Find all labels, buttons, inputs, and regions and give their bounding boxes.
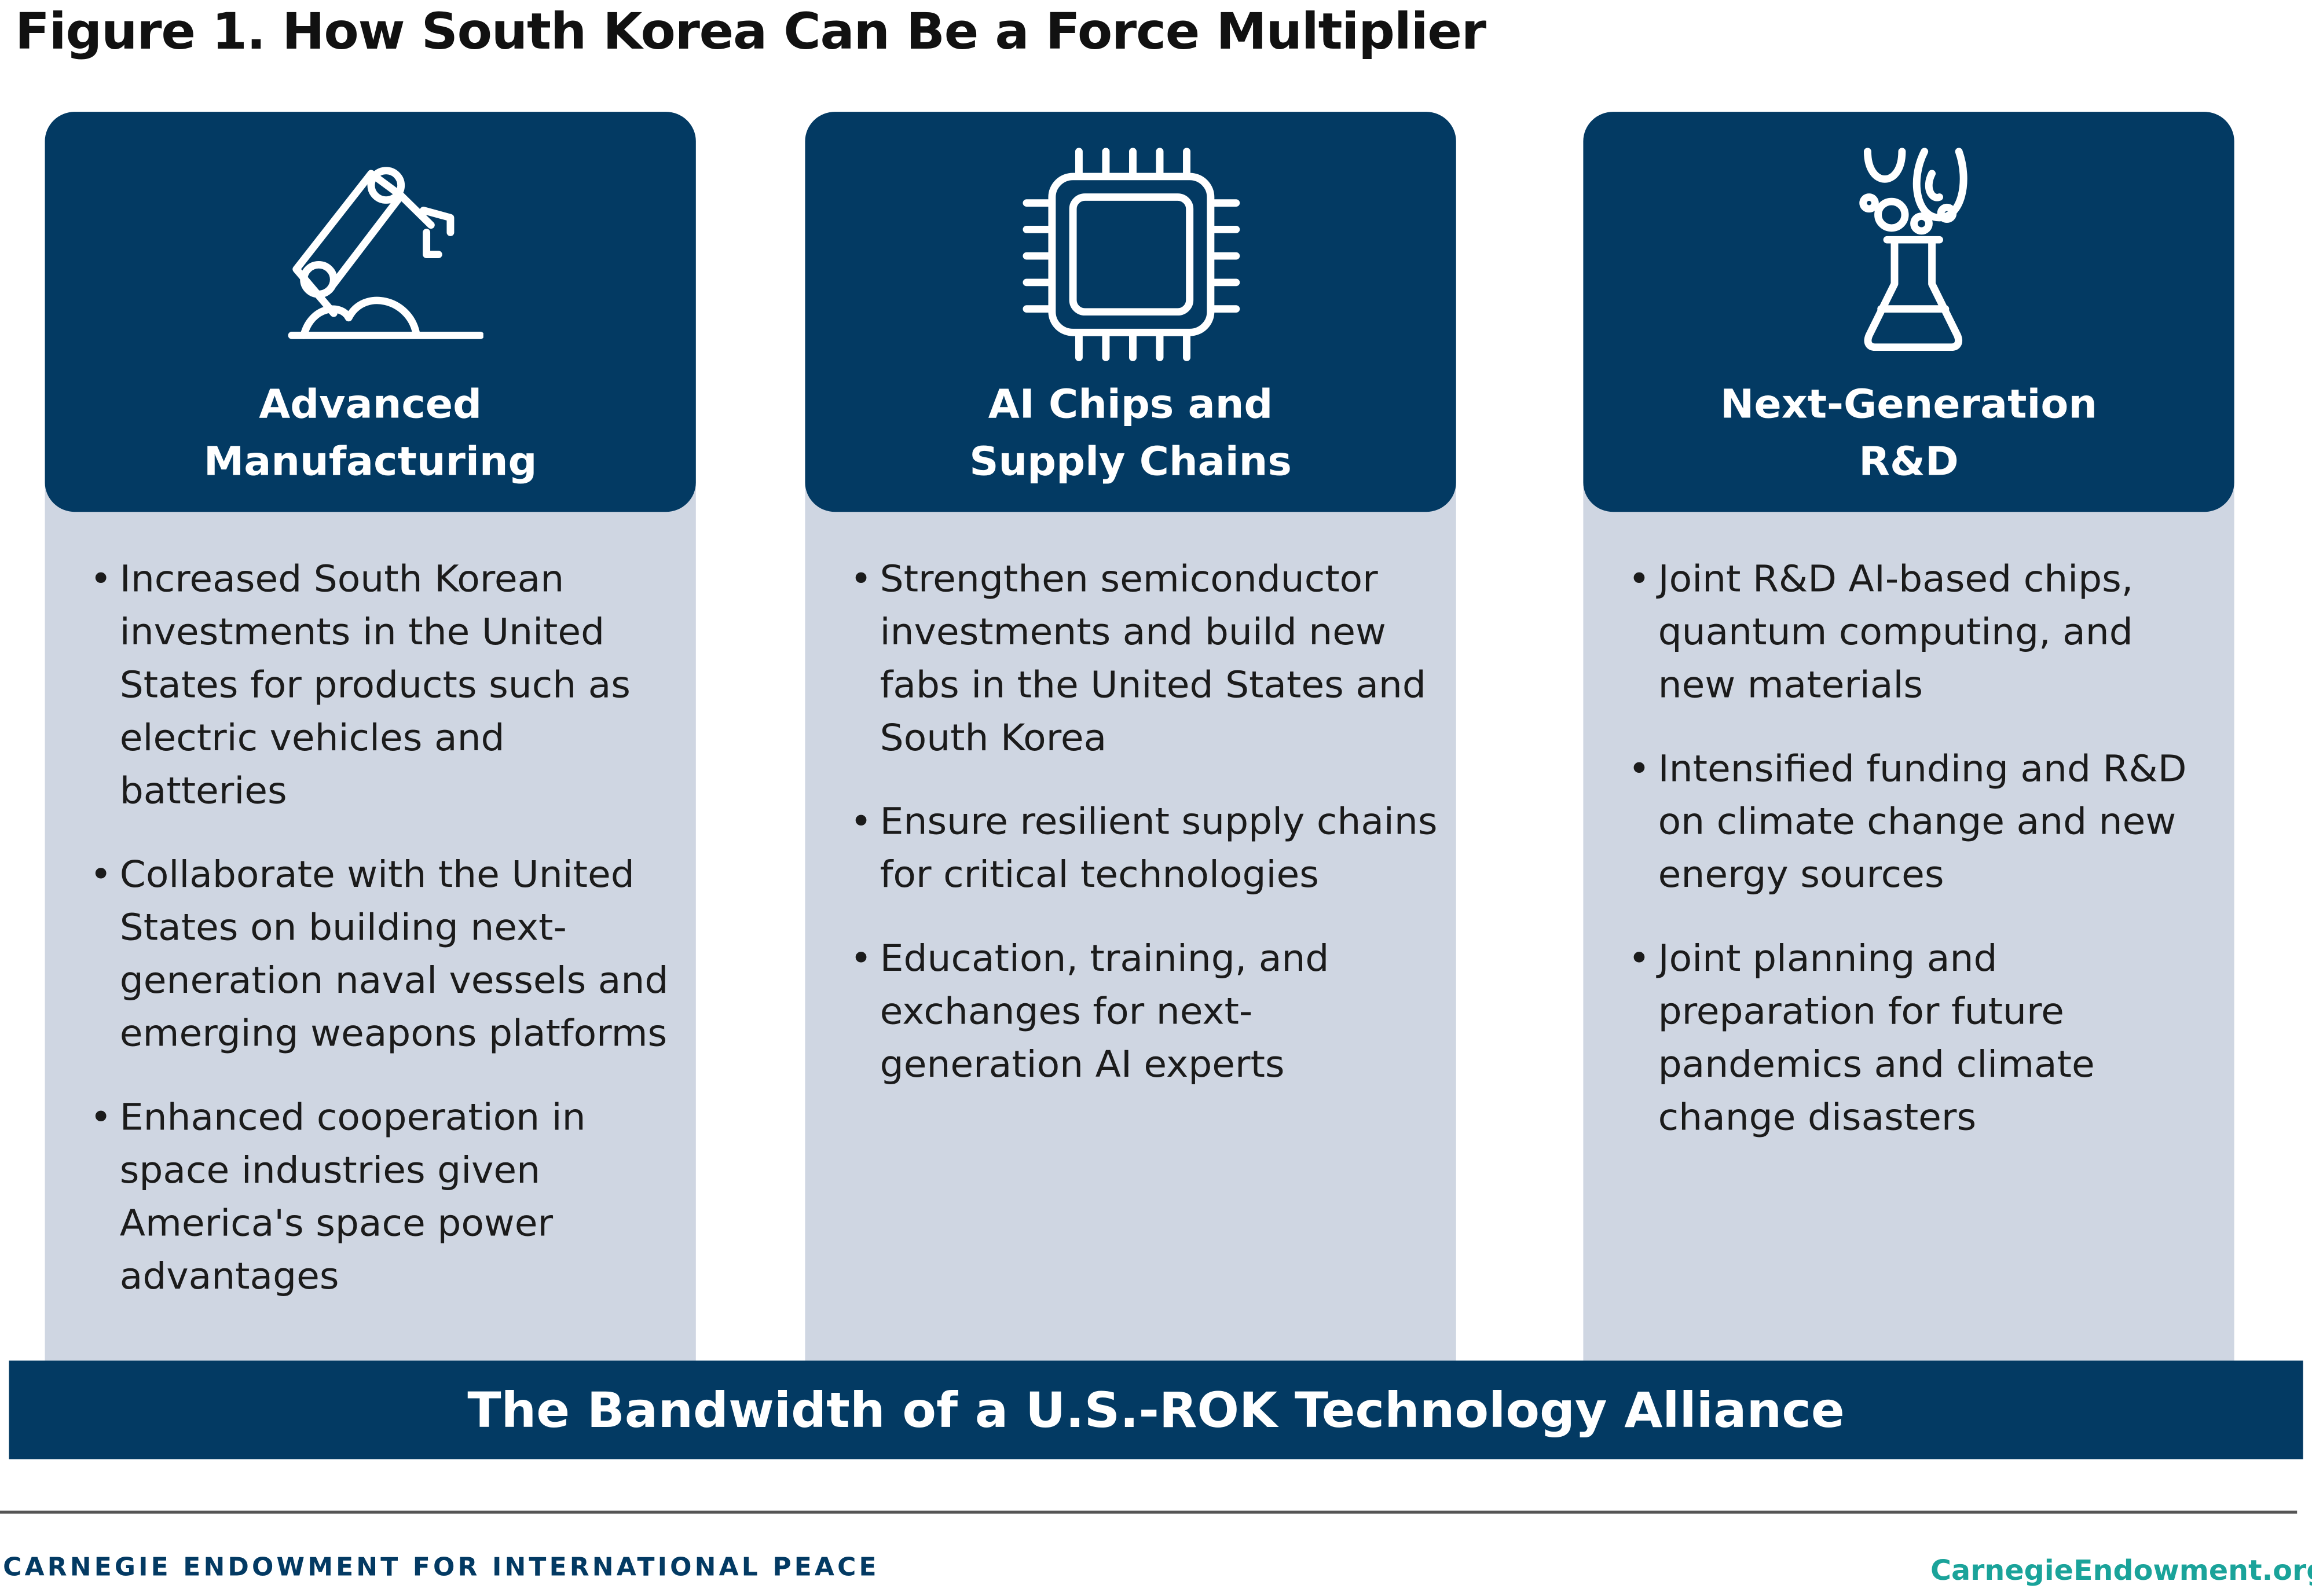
bullet-item: Education, training, and exchanges for n…	[850, 933, 1441, 1091]
chip-icon	[1022, 148, 1239, 361]
column-header: Advanced Manufacturing	[45, 112, 696, 512]
footer-org-name: CARNEGIE ENDOWMENT FOR INTERNATIONAL PEA…	[3, 1553, 880, 1583]
bullet-item: Increased South Korean investments in th…	[90, 553, 681, 817]
bullet-item: Joint planning and preparation for futur…	[1628, 933, 2219, 1144]
column-ai-chips: AI Chips and Supply Chains Strengthen se…	[805, 112, 1456, 1361]
bullet-list: Increased South Korean investments in th…	[90, 553, 681, 1334]
footer-divider	[0, 1510, 2298, 1514]
column-title-line2: R&D	[1859, 439, 1959, 486]
column-title-line1: Next-Generation	[1720, 382, 2098, 428]
column-advanced-manufacturing: Advanced Manufacturing Increased South K…	[45, 112, 696, 1361]
bullet-item: Ensure resilient supply chains for criti…	[850, 796, 1441, 902]
bullet-item: Collaborate with the United States on bu…	[90, 849, 681, 1061]
bullet-item: Joint R&D AI-based chips, quantum comput…	[1628, 553, 2219, 711]
column-next-gen-rd: Next-Generation R&D Joint R&D AI-based c…	[1583, 112, 2234, 1361]
column-title-line1: Advanced	[259, 382, 482, 428]
flask-icon	[1858, 148, 1967, 351]
bullet-list: Strengthen semiconductor investments and…	[850, 553, 1441, 1122]
column-title-line1: AI Chips and	[988, 382, 1273, 428]
bullet-item: Strengthen semiconductor investments and…	[850, 553, 1441, 765]
bullet-item: Intensified funding and R&D on climate c…	[1628, 743, 2219, 901]
figure-title: Figure 1. How South Korea Can Be a Force…	[14, 3, 1486, 62]
alliance-banner: The Bandwidth of a U.S.-ROK Technology A…	[9, 1360, 2303, 1459]
footer-url-link[interactable]: CarnegieEndowment.org	[1930, 1554, 2312, 1587]
bullet-item: Enhanced cooperation in space industries…	[90, 1091, 681, 1303]
column-title-line2: Supply Chains	[969, 439, 1292, 486]
column-title-line2: Manufacturing	[203, 439, 537, 486]
column-header: AI Chips and Supply Chains	[805, 112, 1456, 512]
robot-arm-icon	[287, 167, 483, 339]
column-header: Next-Generation R&D	[1583, 112, 2234, 512]
bullet-list: Joint R&D AI-based chips, quantum comput…	[1628, 553, 2219, 1175]
